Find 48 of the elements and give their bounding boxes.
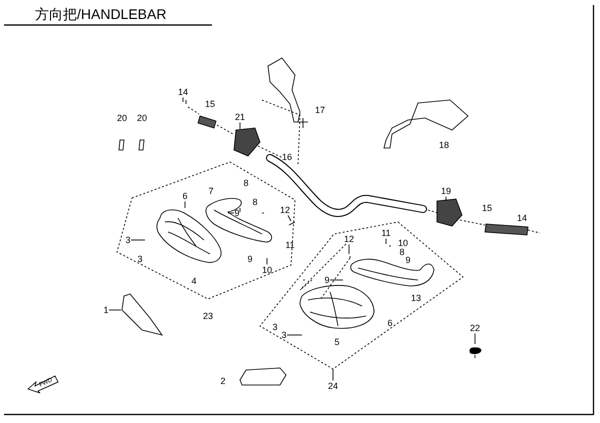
callout-number: 15 [482,203,492,213]
callout-number: 16 [282,152,292,162]
callout-number: 14 [517,213,527,223]
callout-number: 20 [117,113,127,123]
callout-number: 21 [235,112,245,122]
callout-number: 1 [104,305,108,315]
callout-number: 3 [282,330,286,340]
callout-number: 10 [262,265,272,275]
callout-number: 12 [344,234,354,244]
callout-number: 4 [192,276,196,286]
leader-line [332,368,334,381]
callout-number: 19 [441,186,451,196]
callout-number: 5 [334,337,340,347]
leader-line [474,333,476,344]
callout-number: 18 [439,140,449,150]
callout-number: 6 [388,318,392,328]
callout-number: 20 [137,113,147,123]
callout-number: 2 [220,376,226,386]
leader-line [266,258,268,265]
title: 方向把/HANDLEBAR [35,6,166,22]
leader-line [348,244,350,254]
leader-line [228,212,234,214]
callout-number: 23 [203,311,213,321]
callout-number: 9 [234,208,240,218]
callout-number: 3 [272,322,278,332]
leader-line [182,97,184,102]
callout-number: 6 [182,191,188,201]
callout-number: 8 [252,197,258,207]
leader-line [288,215,292,222]
callout-number: 14 [178,87,188,97]
callout-number: 13 [411,293,421,303]
callout-number: 8 [244,178,248,188]
callout-number: 10 [398,238,408,248]
callout-number: 17 [315,105,325,115]
callout-number: 3 [138,254,142,264]
callout-number: 24 [328,381,338,391]
callout-number: 9 [248,254,252,264]
callout-number: 22 [470,323,480,333]
callout-number: 11 [381,228,391,238]
callout-number: 8 [400,247,404,257]
callout-number: 9 [324,275,330,285]
callout-number: 15 [205,99,215,109]
leader-line [286,334,302,336]
callout-number: 12 [280,205,290,215]
callout-number: 9 [406,255,410,265]
leader-line [184,201,186,208]
callout-number: 3 [126,235,130,245]
callout-number: 7 [208,186,214,196]
